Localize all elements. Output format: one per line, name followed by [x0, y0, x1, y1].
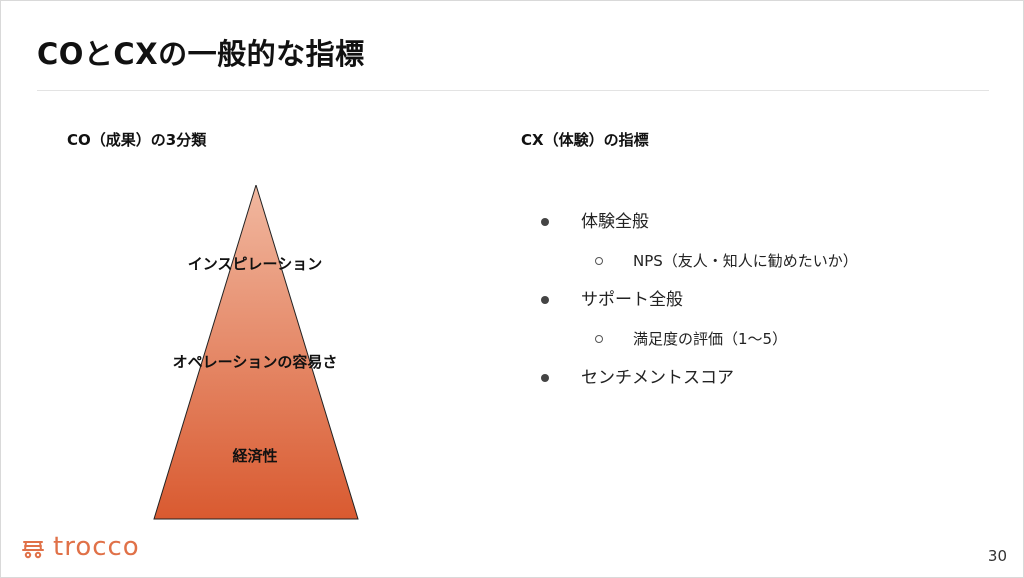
- cx-heading: CX（体験）の指標: [521, 131, 649, 149]
- title-divider: [37, 90, 989, 91]
- cx-metrics-list: 体験全般 NPS（友人・知人に勧めたいか） サポート全般 満足度の評価（1〜5）…: [541, 208, 981, 403]
- bullet-dot-icon: [541, 218, 549, 226]
- page-number: 30: [987, 547, 1007, 565]
- logo-text: trocco: [53, 532, 140, 562]
- bullet-dot-icon: [541, 296, 549, 304]
- co-heading: CO（成果）の3分類: [67, 131, 207, 149]
- pyramid-shape: [153, 185, 359, 520]
- list-item: 体験全般: [541, 208, 981, 247]
- pyramid-label-inspiration: インスピレーション: [187, 255, 323, 273]
- slide-title: COとCXの一般的な指標: [37, 37, 365, 71]
- cx-item-label: サポート全般: [581, 290, 683, 310]
- trocco-logo: trocco: [19, 529, 140, 565]
- cx-subitem-label: 満足度の評価（1〜5）: [633, 330, 788, 348]
- list-item: サポート全般: [541, 286, 981, 325]
- cx-item-label: 体験全般: [581, 212, 649, 232]
- co-pyramid: [153, 185, 359, 520]
- list-subitem: NPS（友人・知人に勧めたいか）: [541, 247, 981, 286]
- pyramid-label-economy: 経済性: [232, 447, 278, 465]
- bullet-circle-icon: [595, 257, 603, 265]
- bullet-dot-icon: [541, 374, 549, 382]
- trolley-icon: [22, 541, 44, 559]
- cx-item-label: センチメントスコア: [581, 368, 734, 388]
- list-item: センチメントスコア: [541, 364, 981, 403]
- list-subitem: 満足度の評価（1〜5）: [541, 325, 981, 364]
- cx-subitem-label: NPS（友人・知人に勧めたいか）: [633, 252, 858, 270]
- pyramid-label-ease-of-operation: オペレーションの容易さ: [172, 353, 338, 371]
- bullet-circle-icon: [595, 335, 603, 343]
